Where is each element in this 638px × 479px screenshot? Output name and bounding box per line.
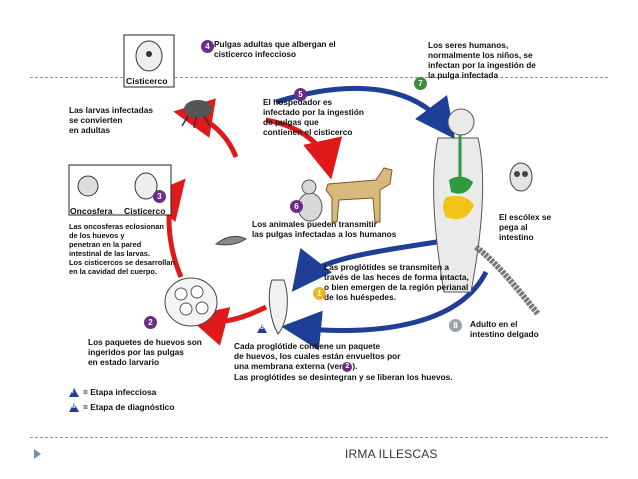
proglottid-drawing — [268, 279, 288, 335]
step-badge-1: 1 — [313, 287, 326, 300]
egg-4 — [195, 301, 209, 315]
cysticercus-drawing-2 — [134, 172, 158, 200]
egg-3 — [179, 302, 193, 316]
human-gut-green — [449, 176, 473, 194]
human-drawing — [433, 108, 484, 293]
diagnostic-marker-letter: d — [260, 325, 264, 331]
label-step4: Pulgas adultas que albergan el cisticerc… — [214, 39, 336, 59]
oncosphere-drawing — [77, 175, 99, 197]
top-divider — [30, 77, 608, 78]
egg-2 — [190, 285, 204, 299]
step-badge-8: 8 — [449, 319, 462, 332]
diagnostic-marker: d — [257, 324, 267, 333]
flea-larva-drawing — [214, 235, 248, 246]
egg-packet-drawing — [164, 277, 218, 327]
label-cysticercus-box: Cisticerco — [126, 76, 168, 86]
arrow-flea-to-host — [265, 117, 343, 180]
label-step1: Las proglótides se transmiten a través d… — [324, 262, 469, 302]
step-badge-7: 7 — [414, 77, 427, 90]
legend-diagnostic: d = Etapa de diagnóstico — [69, 402, 174, 412]
label-larvas: Las larvas infectadas se convierten en a… — [69, 105, 153, 135]
arrow-eggs-to-larva — [144, 178, 186, 278]
flea-legs — [181, 115, 211, 129]
scolex-drawing — [509, 162, 533, 192]
caption-part1: Cada proglótide contiene un paquete de h… — [234, 341, 401, 371]
label-step7: Los seres humanos, normalmente los niños… — [428, 40, 536, 80]
flea-drawing — [184, 100, 212, 118]
label-proglottid-caption: Cada proglótide contiene un paquete de h… — [234, 341, 453, 382]
label-step3: Las oncosferas eclosionan de los huevos … — [69, 222, 175, 276]
legend-infectious: i = Etapa infecciosa — [69, 387, 156, 397]
caption-part2: ). Las proglótides se desintegran y se l… — [234, 361, 453, 382]
legend-infectious-letter: i — [72, 388, 74, 395]
label-oncosphere-box: Oncosfera — [70, 206, 113, 216]
human-gut-yellow — [443, 196, 474, 220]
dog-drawing — [325, 167, 393, 223]
step-badge-4: 4 — [201, 40, 214, 53]
step-badge-3: 3 — [153, 190, 166, 203]
label-step5: El hospedador es infectado por la ingest… — [263, 97, 364, 137]
label-scolex: El escólex se pega al intestino — [499, 212, 552, 242]
life-cycle-diagram: Cisticerco Pulgas adultas que albergan e… — [66, 32, 560, 415]
step-badge-5: 5 — [294, 88, 307, 101]
step-badge-2-ref: 2 — [342, 361, 353, 372]
label-step2: Los paquetes de huevos son ingeridos por… — [88, 337, 202, 367]
adult-tapeworm-drawing — [474, 244, 541, 316]
label-step8: Adulto en el intestino delgado — [470, 319, 539, 339]
arrow-adult-to-proglottid — [281, 270, 489, 351]
cat-drawing — [297, 179, 323, 222]
legend-diagnostic-letter: d — [72, 403, 76, 410]
diagram-graphics — [68, 34, 541, 351]
step-badge-2: 2 — [144, 316, 157, 329]
cysticercus-scolex-dot — [146, 51, 152, 57]
slide-footer: IRMA ILLESCAS — [345, 447, 438, 461]
label-cysticercus-box-2: Cisticerco — [124, 206, 166, 216]
step-badge-6: 6 — [290, 200, 303, 213]
legend-infectious-text: = Etapa infecciosa — [83, 387, 157, 397]
bottom-divider — [30, 437, 608, 438]
label-step6: Los animales pueden transmitir las pulga… — [252, 219, 397, 239]
egg-1 — [174, 287, 188, 301]
legend-diagnostic-text: = Etapa de diagnóstico — [83, 402, 175, 412]
slide-bullet-icon — [34, 449, 41, 459]
